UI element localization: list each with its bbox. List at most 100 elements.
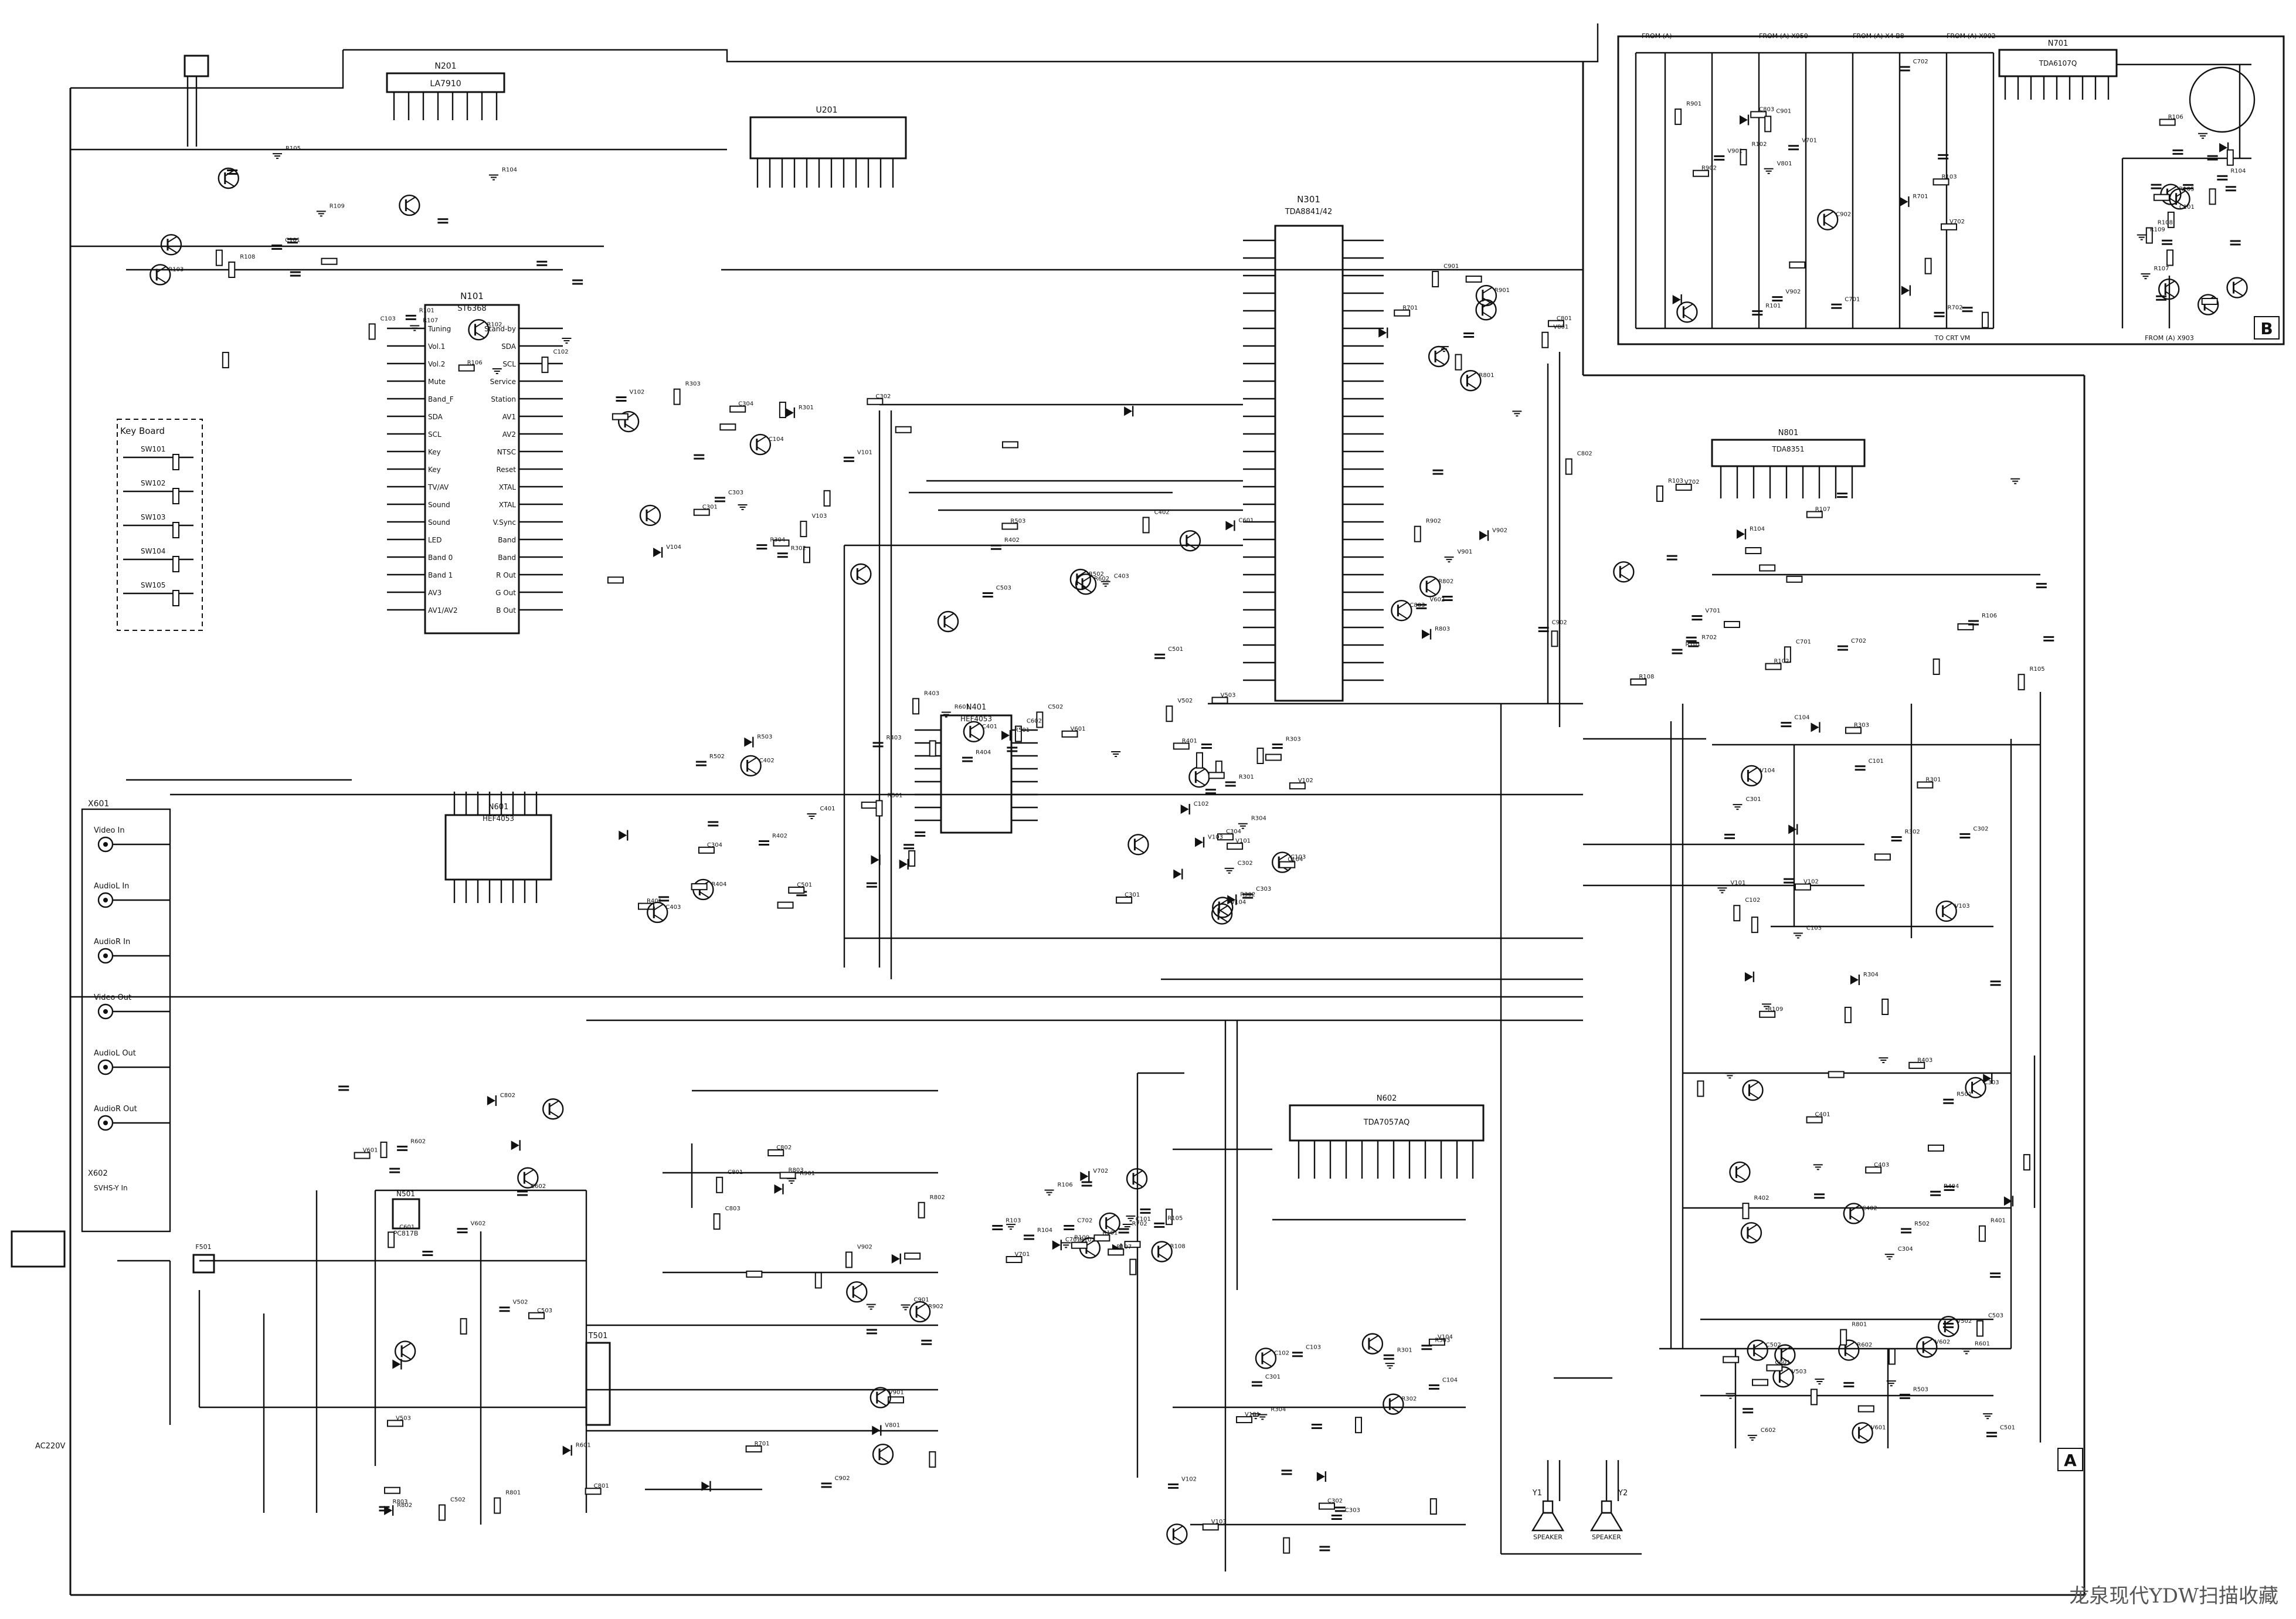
ic-n101-pin-left-5: SDA [428, 413, 443, 421]
resistor-13-20 [1941, 223, 1958, 230]
part-label-10-14: R301 [1397, 1347, 1412, 1353]
capacitor-12-22 [379, 1506, 390, 1512]
resistor-8-16 [814, 1272, 822, 1289]
ground-7-2 [1815, 1379, 1825, 1385]
capacitor-7-3 [1986, 1431, 1997, 1437]
part-label-0-16: R108 [240, 254, 255, 260]
part-label-9-5: V701 [1015, 1251, 1030, 1258]
capacitor-4-8 [1692, 615, 1703, 621]
ic-n101-pin-left-10: Sound [428, 501, 450, 509]
resistor-0-10 [458, 364, 475, 372]
resistor-15-18 [1208, 772, 1225, 779]
capacitor-6-20 [1943, 1098, 1954, 1104]
capacitor-6-9 [1930, 1190, 1941, 1196]
resistor-11-18 [777, 901, 794, 909]
part-label-1-5: V104 [666, 544, 681, 551]
resistor-5-1 [1759, 1010, 1776, 1018]
capacitor-13-21 [1752, 310, 1763, 316]
resistor-1-4 [800, 521, 807, 538]
resistor-10-9 [1202, 1523, 1219, 1531]
part-label-15-0: C102 [1194, 801, 1209, 807]
part-label-7-24: R801 [1852, 1322, 1867, 1328]
part-label-12-12: R602 [410, 1138, 426, 1145]
part-label-0-1: R101 [419, 307, 434, 314]
resistor-7-17 [1766, 1364, 1783, 1372]
diode-5-10 [1788, 824, 1798, 835]
part-label-6-7: R403 [1917, 1057, 1932, 1064]
capacitor-12-17 [457, 1228, 468, 1234]
part-label-13-18: V701 [1802, 138, 1817, 144]
ground-15-22 [1224, 867, 1234, 874]
part-label-10-19: R303 [1435, 1338, 1450, 1344]
capacitor-3-9 [1442, 595, 1453, 601]
part-label-5-6: C104 [1794, 715, 1809, 721]
capacitor-1-9 [777, 552, 788, 558]
capacitor-14-20 [2230, 240, 2241, 246]
labels-layer: ABN201LA7910N101ST6368TuningVol.1Vol.2Mu… [35, 32, 2273, 1541]
capacitor-2-1 [990, 544, 1001, 550]
diode-11-20 [744, 736, 754, 748]
scart-box [81, 808, 171, 1233]
capacitor-3-21 [1538, 626, 1549, 632]
part-label-11-5: R401 [647, 898, 662, 905]
capacitor-4-7 [1666, 555, 1677, 561]
resistor-10-5 [1236, 1416, 1253, 1424]
jack-audior_in [97, 948, 114, 964]
resistor-6-4 [1742, 1203, 1750, 1220]
transistor-14-16 [2158, 278, 2180, 300]
resistor-1-22 [612, 413, 629, 420]
ground-10-17 [1251, 1413, 1261, 1420]
resistor-8-8 [767, 1149, 784, 1157]
part-label-13-9: V901 [1727, 148, 1743, 154]
part-label-6-9: R404 [1944, 1183, 1959, 1190]
part-label-11-11: R404 [711, 881, 726, 888]
av-label-audiol_in: AudioL In [94, 882, 129, 891]
ic-n602-part: TDA7057AQ [1363, 1118, 1410, 1127]
resistor-7-21 [1888, 1348, 1896, 1365]
part-label-12-10: R601 [576, 1442, 591, 1448]
crt-from-2: FROM (A) X950 [1759, 32, 1808, 40]
ic-n601-ref: N601 [488, 803, 509, 812]
speaker-y2: Y2 [1618, 1489, 1628, 1498]
transistor-0-25 [399, 194, 420, 216]
part-label-13-15: C701 [1845, 296, 1860, 303]
transistor-8-0 [872, 1444, 894, 1465]
resistor-13-2 [1675, 108, 1682, 125]
jack-audiol_in [97, 892, 114, 908]
part-label-6-19: C403 [1874, 1162, 1889, 1168]
part-label-13-22: R102 [1752, 141, 1767, 148]
transistor-12-1 [542, 1098, 564, 1120]
resistor-6-13 [1697, 1080, 1704, 1097]
part-label-9-13: R104 [1037, 1227, 1052, 1234]
part-label-5-24: C301 [1745, 796, 1761, 803]
diode-2-22 [1225, 520, 1235, 531]
capacitor-8-10 [921, 1339, 932, 1345]
resistor-3-18 [1414, 525, 1421, 542]
part-label-10-24: C303 [1345, 1508, 1360, 1514]
transistor-11-13 [740, 755, 762, 777]
ground-14-14 [2198, 133, 2208, 139]
part-label-7-8: V502 [1957, 1318, 1972, 1325]
ic-n101-pin-right-14: R Out [496, 571, 516, 579]
transistor-8-25 [846, 1281, 868, 1303]
resistor-12-3 [528, 1312, 545, 1319]
resistor-1-13 [693, 508, 710, 516]
capacitor-10-1 [1292, 1352, 1303, 1357]
crt-socket [2189, 66, 2256, 133]
capacitor-4-20 [1968, 620, 1979, 626]
resistor-12-14 [388, 1231, 395, 1248]
transformer-t501 [585, 1342, 611, 1426]
mains-label: AC220V [35, 1442, 66, 1451]
part-label-1-8: R301 [799, 405, 814, 411]
capacitor-15-23 [1242, 893, 1254, 899]
resistor-4-24 [1630, 678, 1647, 686]
speaker-left [1531, 1500, 1565, 1532]
capacitor-1-20 [714, 497, 725, 503]
part-label-13-20: V702 [1949, 219, 1965, 225]
part-label-2-4: C401 [982, 724, 997, 730]
resistor-3-25 [1394, 309, 1411, 317]
capacitor-14-25 [2151, 184, 2162, 189]
transistor-6-0 [1965, 1077, 1986, 1098]
part-label-3-6: R801 [1479, 372, 1494, 379]
part-label-14-19: C101 [2179, 204, 2195, 211]
